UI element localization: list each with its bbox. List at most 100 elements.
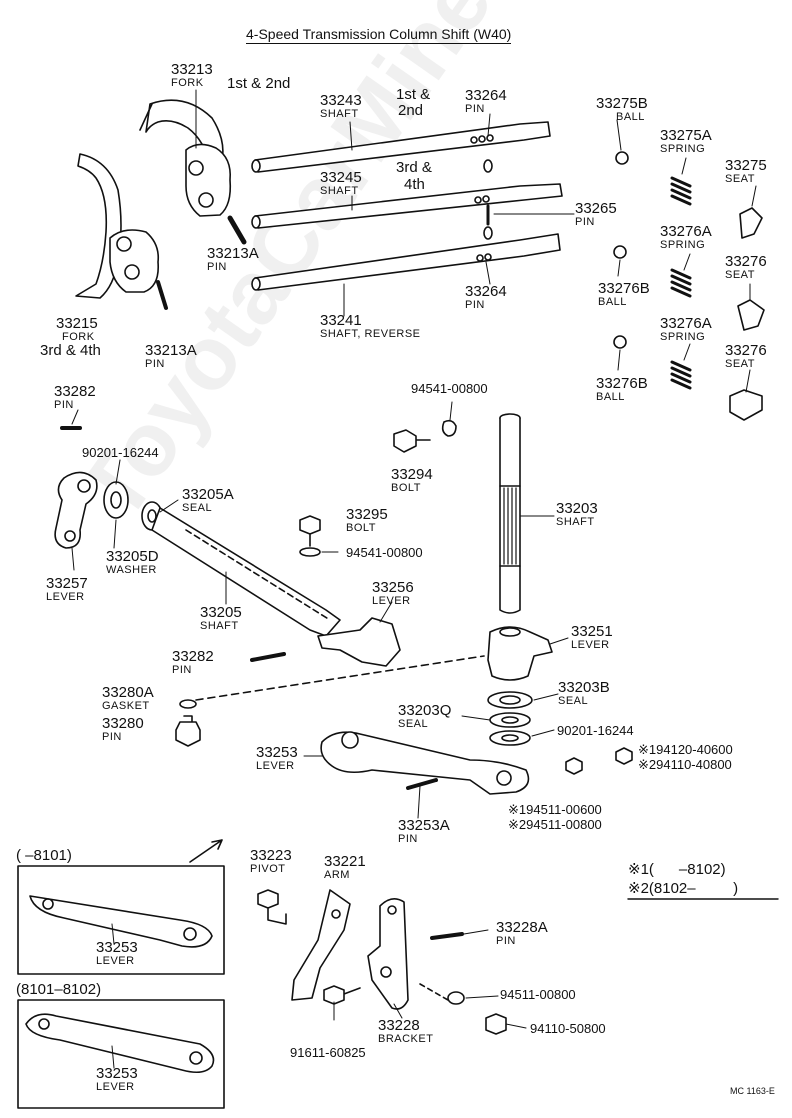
label-294511: ※294511-00800 (508, 817, 602, 832)
lockwasher-94541-upper (441, 419, 457, 437)
arm-33221 (291, 889, 351, 1001)
shift-shafts (251, 121, 563, 291)
note-1st-2nd-b1: 1st & (396, 86, 431, 103)
diagram-title: 4-Speed Transmission Column Shift (W40) (246, 26, 512, 44)
lever-33251 (487, 626, 553, 681)
pin-33282-lower (250, 652, 286, 662)
label-94541-upper: 94541-00800 (411, 381, 488, 396)
lever-33253 (320, 731, 530, 795)
pivot-33223 (257, 889, 287, 925)
arrow-to-inset (189, 839, 223, 863)
label-94110: 94110-50800 (530, 1021, 606, 1036)
inset-2-range: (8101–8102) (16, 981, 102, 998)
seal-33203B (487, 691, 533, 709)
inset-box-2 (17, 999, 225, 1109)
note-1st-2nd: 1st & 2nd (227, 75, 291, 92)
pin-33213A-lower (156, 280, 168, 310)
note-3rd-4th-2: 4th (404, 176, 425, 193)
seal-33203Q (489, 712, 531, 728)
pin-33228A (430, 932, 464, 940)
bolt-91611 (323, 985, 361, 1005)
inset-box-1 (17, 865, 225, 975)
note-1st-2nd-b2: 2nd (398, 102, 424, 119)
label-94541-lower: 94541-00800 (346, 545, 423, 560)
washer-right (565, 757, 583, 775)
label-194511: ※194511-00600 (508, 802, 602, 817)
lockwasher-94511 (447, 991, 465, 1005)
bolt-33294 (393, 429, 431, 453)
lockwasher-94541-lower (299, 547, 321, 557)
fork-33215 (75, 153, 160, 299)
lever-33257 (54, 471, 98, 549)
figure-code: MC 1163-E (730, 1086, 775, 1096)
nut-upper-right (615, 747, 633, 765)
label-94511: 94511-00800 (500, 987, 576, 1002)
label-294110: ※294110-40800 (638, 757, 732, 772)
inset-1-range: ( –8101) (16, 847, 72, 864)
label-90201-upper: 90201-16244 (82, 445, 159, 460)
washer-33205D (103, 481, 129, 519)
pin-33253A (406, 778, 438, 790)
label-90201-lower: 90201-16244 (557, 723, 634, 738)
lever-33256 (317, 617, 401, 667)
detents (613, 151, 765, 421)
legend-note-2: ※2(8102– ) (628, 880, 739, 897)
bolt-33295 (299, 515, 321, 547)
note-fork-3rd-4th: 3rd & 4th (40, 342, 101, 359)
fork-33213 (139, 99, 232, 217)
legend-note-1: ※1( –8102) (628, 861, 726, 878)
label-91611: 91611-60825 (290, 1045, 366, 1060)
gasket-33280A (179, 699, 197, 709)
leader-lines (71, 89, 757, 1069)
shaft-33203 (499, 413, 521, 614)
bracket-33228 (367, 898, 409, 1010)
nut-94110 (485, 1013, 507, 1035)
pin-33213A-upper (227, 215, 247, 245)
washer-90201-lower (489, 730, 531, 746)
label-194120: ※194120-40600 (638, 742, 733, 757)
